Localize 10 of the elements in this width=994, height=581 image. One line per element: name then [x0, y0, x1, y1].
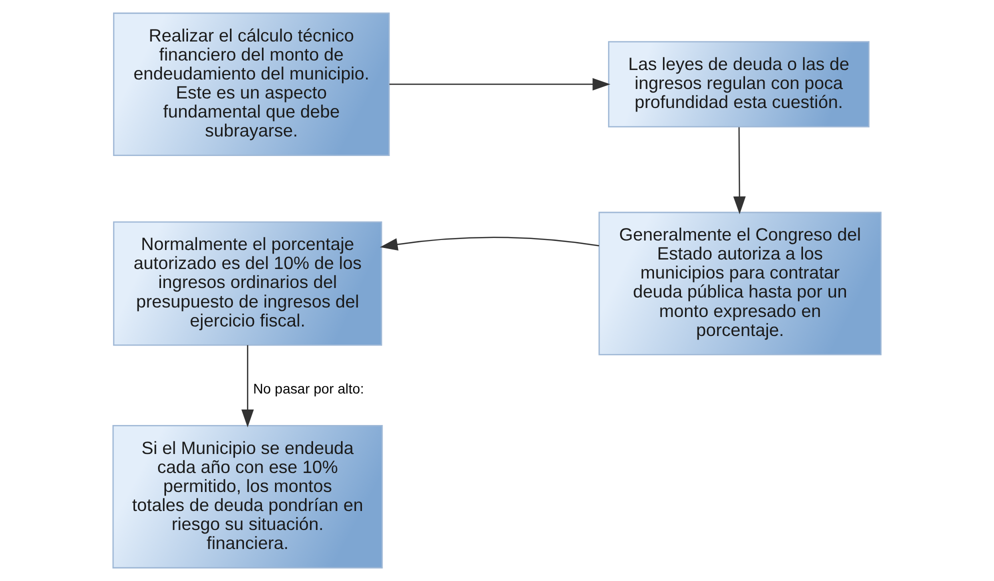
node-box: Realizar el cálculo técnico financiero del monto de endeudamiento del municipio. Este es un aspecto fundamental que debe subrayarse.: [113, 12, 390, 156]
node-box: Las leyes de deuda o las de ingresos regulan con poca profundidad esta cuestión.: [608, 41, 870, 128]
arrow: [733, 127, 746, 214]
edge-label: No pasar por alto:: [253, 380, 364, 397]
arrow: [380, 236, 600, 251]
node-box: Generalmente el Congreso del Estado autoriza a los municipios para contratar deuda pública hasta por un monto expresado en porcentaje.: [598, 212, 882, 356]
node-box: Si el Municipio se endeuda cada año con ese 10% permitido, los montos totales de deuda pondrían en riesgo su situación. financiera.: [112, 425, 383, 568]
arrow: [389, 78, 610, 90]
arrow: [241, 345, 254, 428]
node-box: Normalmente el porcentaje autorizado es del 10% de los ingresos ordinarios del presupuesto de ingresos del ejercicio fiscal.: [113, 221, 382, 346]
